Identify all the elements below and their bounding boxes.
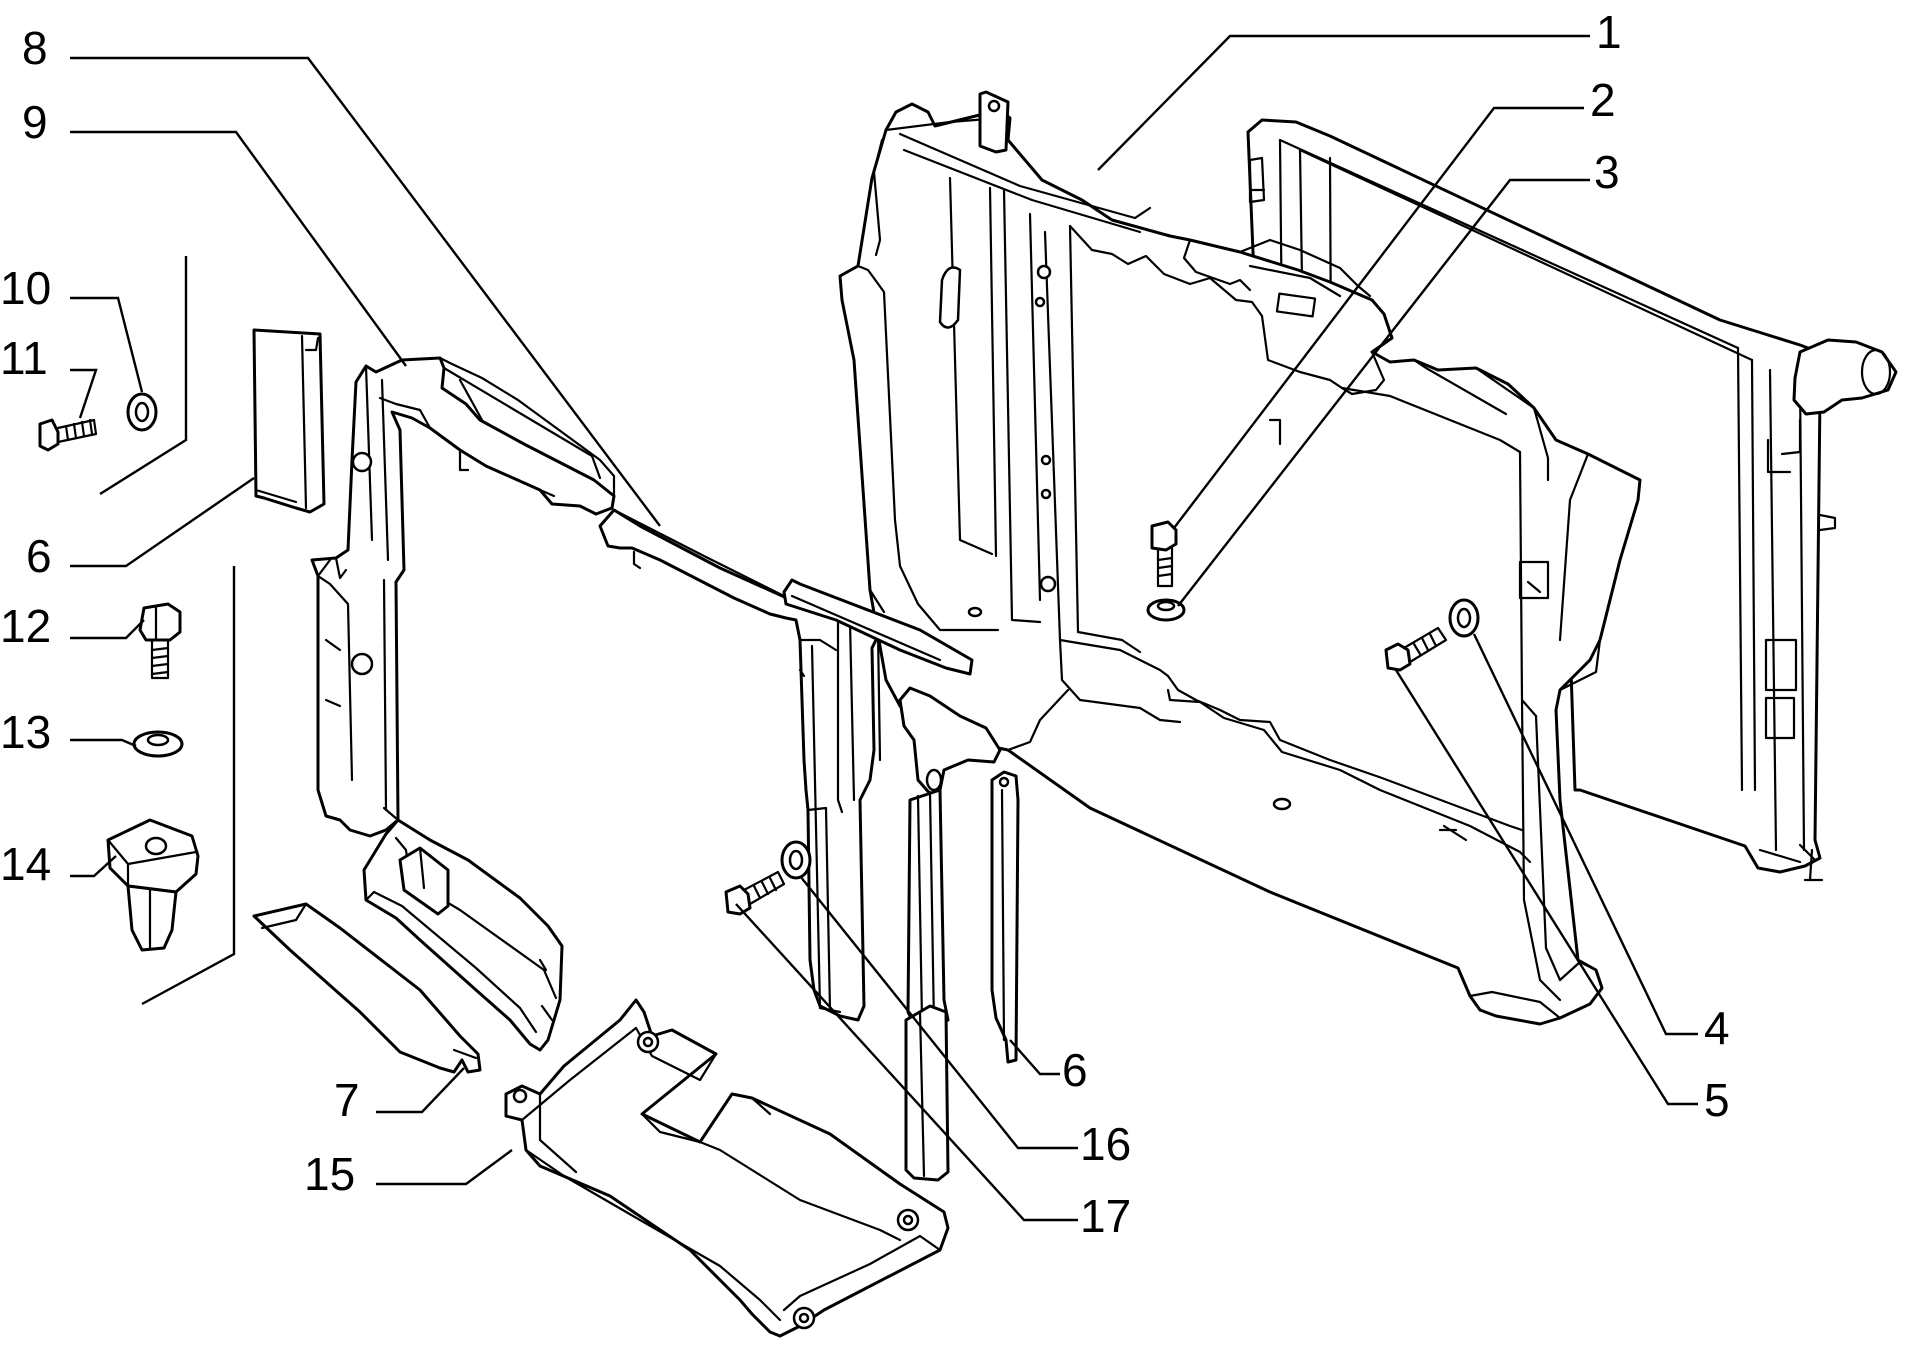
frame-left-upper bbox=[310, 356, 616, 838]
bolt-11 bbox=[38, 418, 98, 452]
callout-16: 16 bbox=[1080, 1118, 1131, 1170]
bolt-5 bbox=[1384, 626, 1448, 672]
frame-right-upright bbox=[904, 788, 950, 1182]
hardware-group-bracket-bottom bbox=[141, 566, 236, 1006]
callout-9: 9 bbox=[22, 96, 48, 148]
leader-lines bbox=[70, 34, 1698, 1222]
bolt-12 bbox=[138, 602, 182, 680]
bolt-17 bbox=[724, 870, 786, 916]
callout-17: 17 bbox=[1080, 1190, 1131, 1242]
frame-right-upper bbox=[598, 508, 1002, 1022]
callout-15: 15 bbox=[304, 1148, 355, 1200]
callout-6-left: 6 bbox=[26, 530, 52, 582]
hardware-group-bracket-top bbox=[99, 256, 188, 496]
callout-5: 5 bbox=[1704, 1074, 1730, 1126]
bolt-2 bbox=[1150, 520, 1178, 588]
callout-1: 1 bbox=[1596, 6, 1622, 58]
washer-3 bbox=[1146, 598, 1186, 622]
callout-2: 2 bbox=[1590, 74, 1616, 126]
clip-nut-14 bbox=[106, 818, 200, 952]
washer-4 bbox=[1448, 598, 1480, 638]
callout-11: 11 bbox=[0, 332, 48, 384]
callout-12: 12 bbox=[0, 600, 51, 652]
deflector-strip bbox=[252, 902, 482, 1074]
seal-strip-left bbox=[252, 328, 326, 514]
callout-10: 10 bbox=[0, 262, 51, 314]
washer-13 bbox=[132, 730, 184, 758]
lower-bracket-left bbox=[362, 818, 564, 1052]
callout-7: 7 bbox=[334, 1074, 360, 1126]
callout-14: 14 bbox=[0, 838, 51, 890]
callout-3: 3 bbox=[1594, 146, 1620, 198]
callout-labels: 1 2 3 4 5 6 16 17 8 9 10 11 6 12 13 14 7… bbox=[0, 6, 1730, 1242]
washer-10 bbox=[126, 392, 158, 432]
fan-shroud-upper bbox=[838, 90, 1642, 1026]
callout-6-right: 6 bbox=[1062, 1044, 1088, 1096]
callout-4: 4 bbox=[1704, 1002, 1730, 1054]
seal-strip-right bbox=[990, 770, 1020, 1064]
callout-8: 8 bbox=[22, 22, 48, 74]
callout-13: 13 bbox=[0, 706, 51, 758]
bottom-tray bbox=[504, 998, 950, 1338]
washer-16 bbox=[780, 840, 812, 880]
